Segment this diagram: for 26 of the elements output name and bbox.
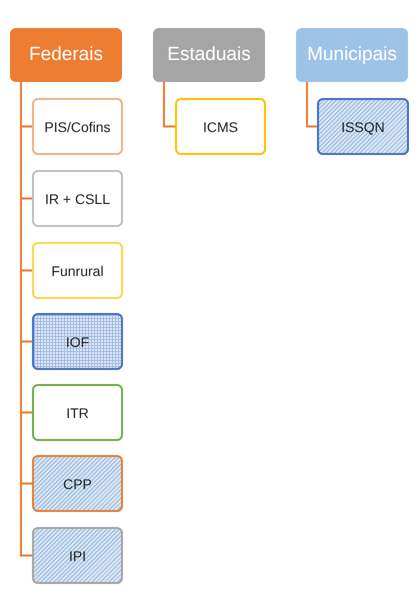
category-box <box>153 28 265 82</box>
box-label: Federais <box>29 44 103 66</box>
category-box <box>10 28 122 82</box>
tax-box <box>317 98 409 155</box>
box-label: IOF <box>66 334 90 350</box>
tax-box <box>32 527 123 584</box>
box-label: IR + CSLL <box>45 190 110 206</box>
tax-box <box>32 455 123 512</box>
category-box <box>296 28 408 82</box>
box-label: CPP <box>63 476 92 492</box>
box-label: Estaduais <box>167 44 251 66</box>
box-label: Funrural <box>51 262 104 278</box>
tax-box <box>32 313 123 370</box>
connector-line <box>163 82 175 128</box>
box-label: PIS/Cofins <box>44 118 111 134</box>
tax-box <box>175 98 266 155</box>
box-label: IPI <box>68 548 86 564</box>
tax-box <box>32 170 123 227</box>
box-label: Municipais <box>307 44 397 66</box>
box-label: ITR <box>66 404 89 420</box>
tax-box <box>32 242 123 299</box>
connector-line <box>306 82 317 128</box>
tax-box <box>32 384 123 441</box>
box-label: ICMS <box>203 118 238 134</box>
tax-box <box>32 98 123 155</box>
box-label: ISSQN <box>341 118 385 134</box>
